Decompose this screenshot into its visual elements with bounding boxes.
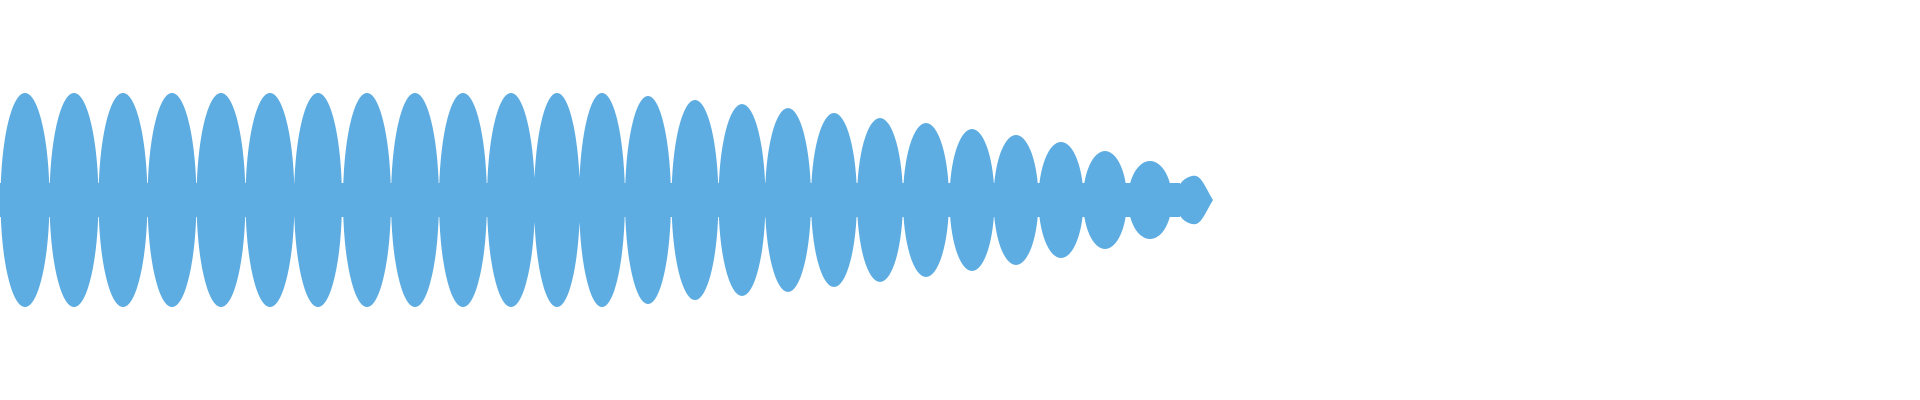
waveform-lobe (718, 104, 766, 296)
waveform-lobe (147, 93, 197, 307)
audio-waveform (0, 93, 1213, 307)
waveform-lobe (343, 93, 391, 307)
waveform-lobe (857, 118, 903, 282)
waveform-lobe (993, 135, 1039, 265)
waveform-lobe (391, 93, 439, 307)
waveform-lobe (196, 93, 246, 307)
waveform-lobe (439, 93, 487, 307)
waveform-lobe (903, 123, 949, 277)
waveform-lobe (49, 93, 99, 307)
waveform-lobe (487, 93, 535, 307)
waveform-lobe (949, 129, 995, 271)
waveform-lobe (765, 108, 811, 292)
waveform-lobe (294, 93, 342, 307)
waveform-lobe (534, 93, 580, 307)
waveform-lobe (579, 93, 625, 307)
waveform-lobe (1128, 161, 1172, 239)
waveform-lobe (1083, 151, 1127, 249)
waveform-lobe (0, 93, 50, 307)
waveform-lobe (1176, 175, 1213, 225)
waveform-lobe (245, 93, 295, 307)
waveform-lobe (1038, 142, 1084, 258)
waveform-lobe (625, 96, 671, 304)
waveform-lobe (98, 93, 148, 307)
waveform-lobe (811, 113, 857, 287)
waveform-lobe (671, 100, 719, 300)
